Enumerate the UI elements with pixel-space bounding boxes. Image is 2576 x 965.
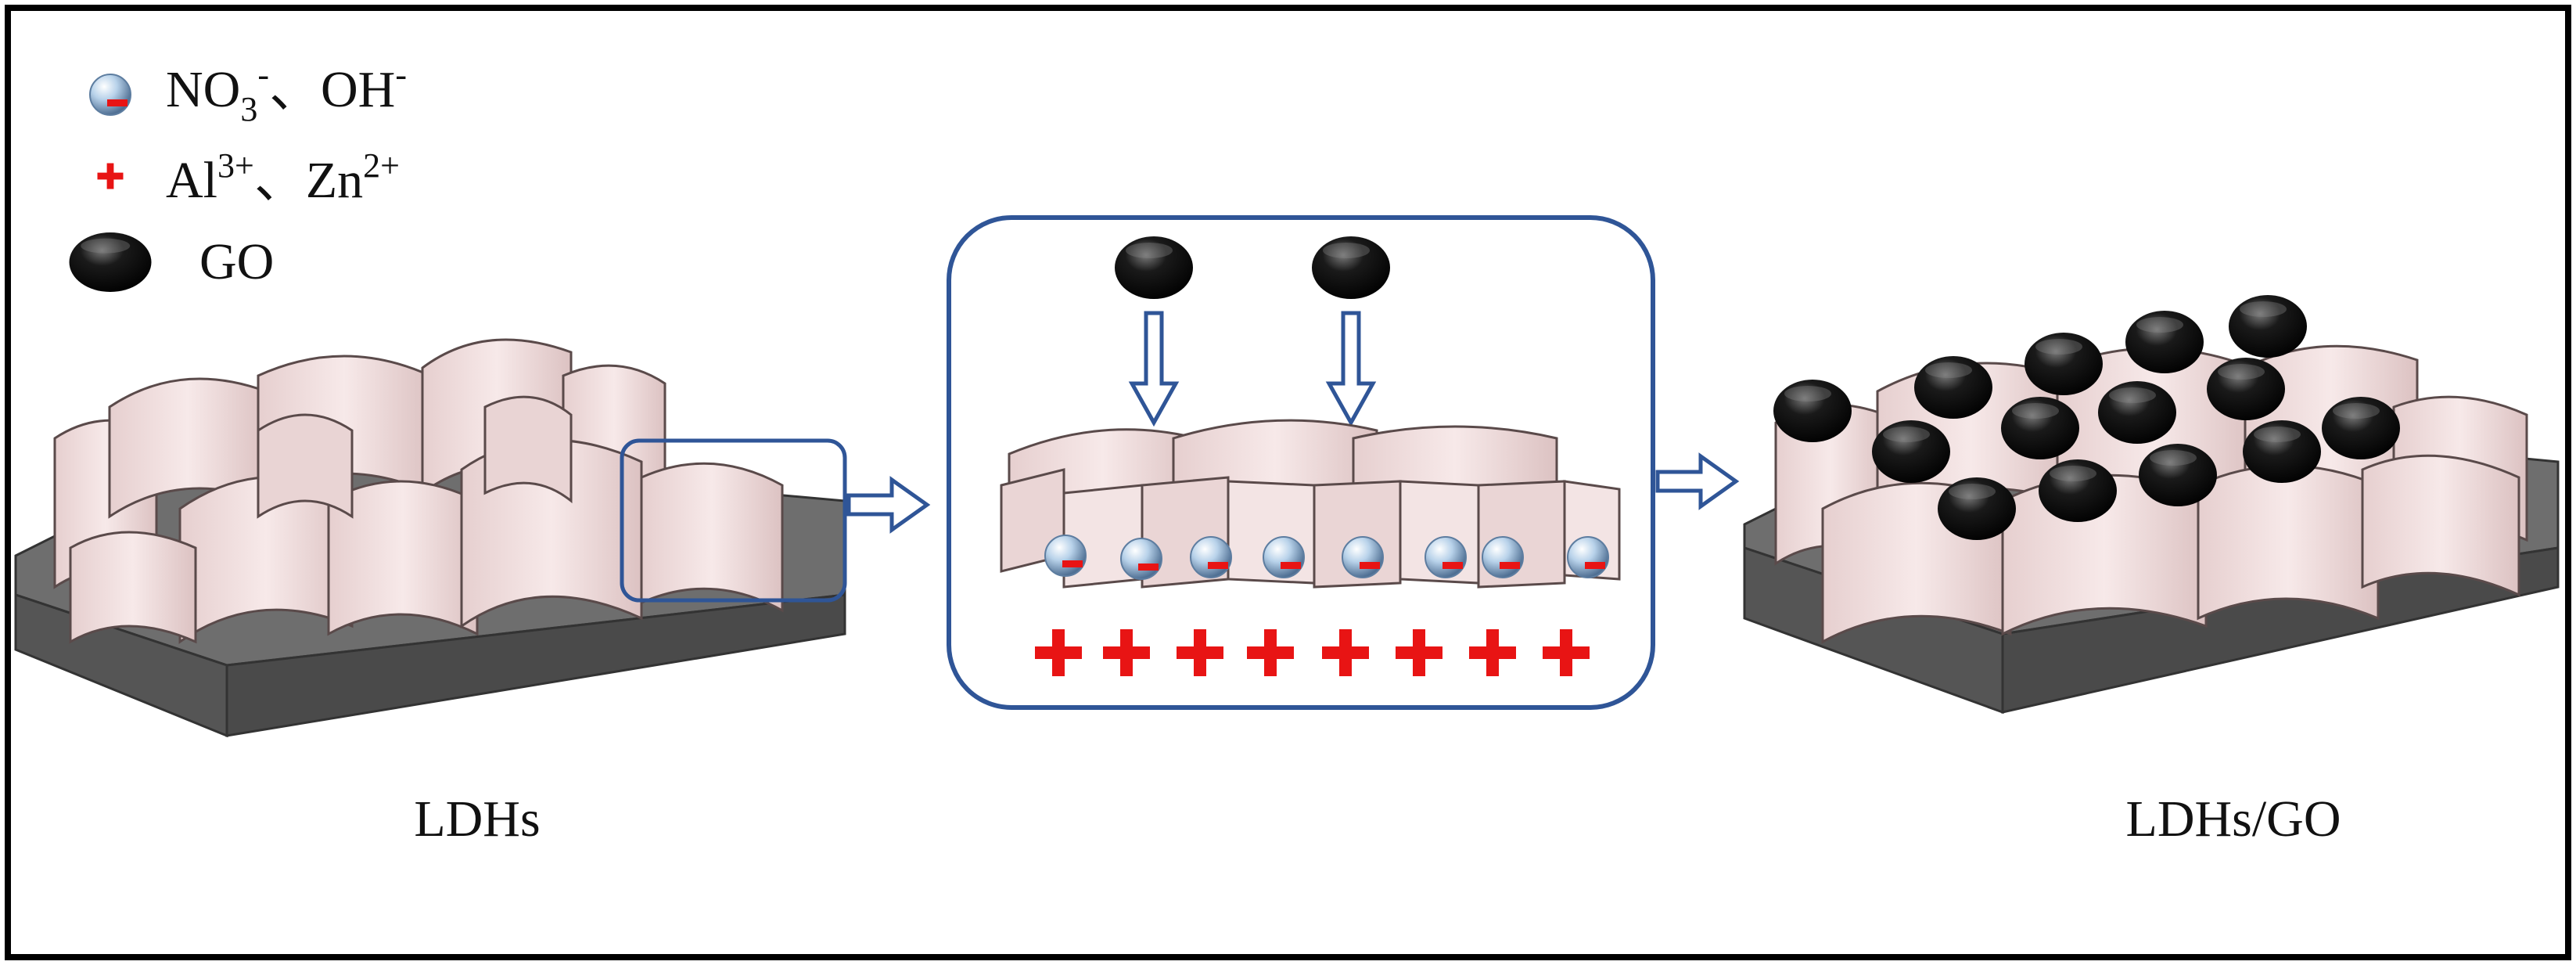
go-particle xyxy=(2229,295,2307,358)
go-particle xyxy=(2139,444,2217,506)
go-particle xyxy=(2001,397,2079,459)
legend-anion-icon xyxy=(89,74,131,116)
down-arrow-icon-1 xyxy=(1128,311,1180,427)
go-particle xyxy=(2243,420,2321,483)
anion-ion xyxy=(1044,535,1087,577)
go-falling-1 xyxy=(1115,236,1193,299)
legend-cation-label: Al3+、Zn2+ xyxy=(166,146,400,209)
go-particle xyxy=(2039,459,2117,522)
label-ldhs-go: LDHs/GO xyxy=(2126,790,2341,848)
zoom-selection-box xyxy=(620,438,847,603)
go-particle xyxy=(1872,420,1950,483)
go-particle xyxy=(2098,381,2176,444)
go-particle xyxy=(2025,333,2103,395)
right-arrow-icon xyxy=(1655,452,1740,510)
anion-ion xyxy=(1120,538,1162,580)
anion-ion xyxy=(1567,536,1609,578)
anion-ion xyxy=(1482,536,1524,578)
go-particle xyxy=(1938,477,2016,540)
go-falling-2 xyxy=(1312,236,1390,299)
go-particle xyxy=(2207,358,2285,420)
legend-anion-label: NO3-、OH- xyxy=(166,56,407,128)
go-particle xyxy=(1773,380,1852,442)
anion-ion xyxy=(1190,536,1232,578)
ldh-sheets-left xyxy=(53,338,784,644)
ldh-sheets-middle xyxy=(1000,419,1621,589)
legend-go-label: GO xyxy=(199,233,274,290)
anion-ion xyxy=(1425,536,1467,578)
go-particle xyxy=(2125,311,2204,373)
go-particle xyxy=(2322,397,2400,459)
right-arrow-icon xyxy=(846,476,931,534)
anion-ion xyxy=(1342,536,1384,578)
legend-go-icon xyxy=(69,232,152,292)
legend: NO3-、OH- Al3+、Zn2+ GO xyxy=(69,56,407,292)
label-ldhs: LDHs xyxy=(414,790,540,848)
go-particle xyxy=(1914,356,1992,419)
down-arrow-icon-2 xyxy=(1325,311,1377,427)
anion-ion xyxy=(1263,536,1305,578)
